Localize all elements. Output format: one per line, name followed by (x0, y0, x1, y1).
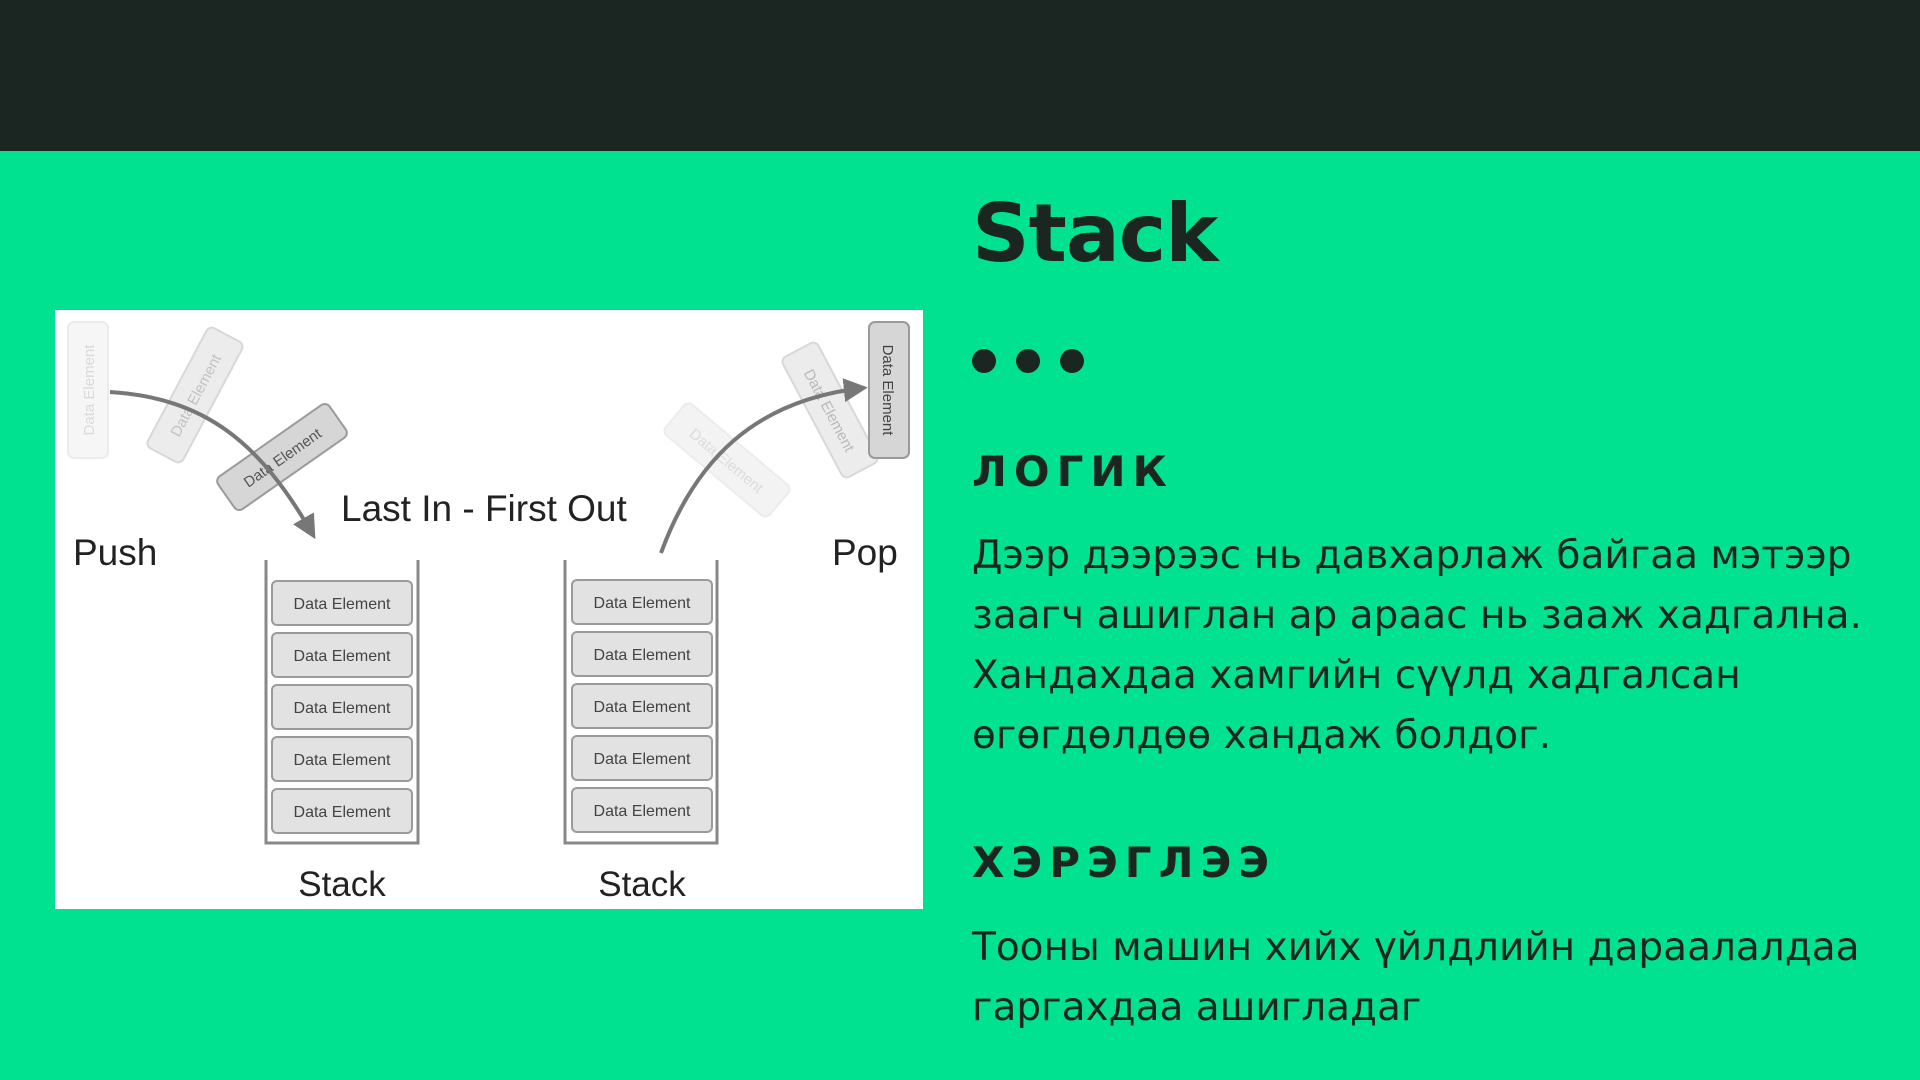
usage-line: гаргахдаа ашигладаг (972, 985, 1422, 1030)
svg-text:Data Element: Data Element (594, 647, 691, 664)
logic-description: Дээр дээрээс нь давхарлаж байгаа мэтээр … (972, 526, 1872, 766)
pop-label: Pop (832, 532, 898, 573)
stack-container-right (563, 560, 719, 845)
pop-element-removed: Data Element (868, 321, 910, 459)
stack-left-element: Data Element (271, 788, 413, 834)
svg-text:Data Element: Data Element (81, 344, 98, 436)
push-element-faded: Data Element (67, 321, 109, 459)
decorative-dots (972, 349, 1084, 373)
pop-element-faded: Data Element (663, 402, 791, 518)
svg-text:Data Element: Data Element (294, 596, 391, 613)
heading-usage: ХЭРЭГЛЭЭ (972, 838, 1277, 887)
stack-label-right: Stack (598, 865, 686, 904)
logic-line: Хандахдаа хамгийн сүүлд хадгалсан (972, 653, 1741, 698)
stack-right-element: Data Element (571, 787, 713, 833)
heading-logic: ЛОГИК (972, 447, 1174, 496)
svg-text:Data Element: Data Element (594, 803, 691, 820)
svg-text:Data Element: Data Element (594, 751, 691, 768)
push-element-moving: Data Element (216, 402, 348, 512)
logic-line: заагч ашиглан ар араас нь зааж хадгална. (972, 593, 1862, 638)
stack-right-element: Data Element (571, 579, 713, 625)
push-element-mid: Data Element (146, 326, 244, 464)
svg-text:Data Element: Data Element (294, 648, 391, 665)
pop-element-mid: Data Element (781, 341, 879, 479)
dot-icon (972, 349, 996, 373)
logic-line: өгөгдөлдөө хандаж болдог. (972, 713, 1551, 758)
stack-diagram: Data Element Data Element Data Element D… (55, 310, 923, 909)
stack-left-element: Data Element (271, 684, 413, 730)
dot-icon (1060, 349, 1084, 373)
stack-right-elements: Data Element Data Element Data Element D… (571, 579, 713, 833)
top-bar (0, 0, 1920, 151)
stack-left-elements: Data Element Data Element Data Element D… (271, 580, 413, 834)
slide-title: Stack (972, 187, 1218, 280)
stack-label-left: Stack (298, 865, 386, 904)
stack-container-left (264, 560, 420, 845)
stack-right-element: Data Element (571, 631, 713, 677)
push-label: Push (73, 532, 157, 573)
svg-text:Data Element: Data Element (294, 700, 391, 717)
pop-arrow (659, 378, 868, 554)
svg-text:Data Element: Data Element (294, 804, 391, 821)
dot-icon (1016, 349, 1040, 373)
usage-line: Тооны машин хийх үйлдлийн дараалалдаа (972, 925, 1860, 970)
svg-text:Data Element: Data Element (594, 699, 691, 716)
stack-right-element: Data Element (571, 683, 713, 729)
push-arrow (109, 390, 316, 540)
usage-description: Тооны машин хийх үйлдлийн дараалалдаа га… (972, 918, 1872, 1038)
svg-text:Data Element: Data Element (594, 595, 691, 612)
svg-text:Data Element: Data Element (879, 345, 896, 437)
stack-left-element: Data Element (271, 580, 413, 626)
logic-line: Дээр дээрээс нь давхарлаж байгаа мэтээр (972, 533, 1852, 578)
svg-text:Data Element: Data Element (294, 752, 391, 769)
stack-left-element: Data Element (271, 632, 413, 678)
caption-lifo: Last In - First Out (341, 488, 628, 529)
stack-right-element: Data Element (571, 735, 713, 781)
stack-left-element: Data Element (271, 736, 413, 782)
